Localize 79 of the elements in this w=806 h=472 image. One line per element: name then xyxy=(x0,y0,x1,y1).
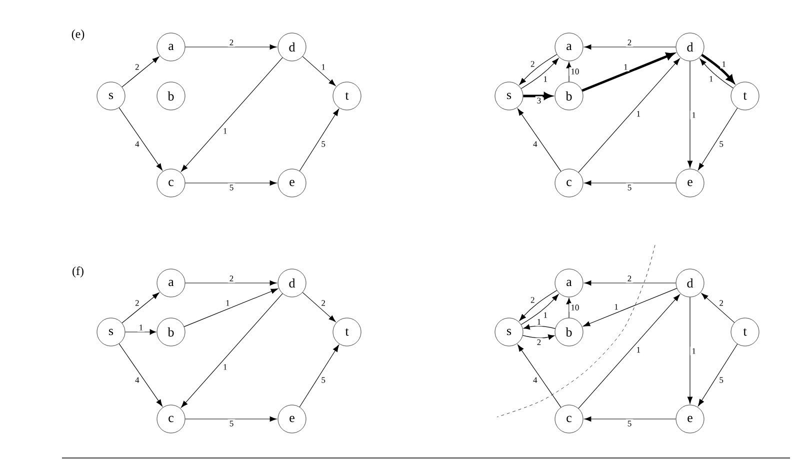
arrow xyxy=(299,344,339,408)
edge-label: 10 xyxy=(569,303,581,312)
arrow xyxy=(701,54,734,84)
arrow xyxy=(523,92,552,100)
edge-label: 5 xyxy=(718,140,725,148)
arrow xyxy=(583,288,678,326)
edge-label: 2 xyxy=(529,296,536,304)
arrow xyxy=(302,292,336,322)
arrow xyxy=(518,344,562,408)
arrow xyxy=(578,58,680,173)
arrow xyxy=(184,180,277,186)
edge-label: 1 xyxy=(690,346,698,356)
edge-label: 5 xyxy=(228,183,236,192)
arrow xyxy=(184,416,277,422)
edge-label: 4 xyxy=(134,376,141,384)
edge-label: 2 xyxy=(134,62,141,72)
arrow xyxy=(584,180,676,186)
edge-label: 3 xyxy=(535,96,543,105)
edge-label: 1 xyxy=(222,126,229,136)
edge-label: 1 xyxy=(622,62,630,72)
edge-label: 1 xyxy=(720,60,728,68)
edge-label: 2 xyxy=(134,298,141,308)
edge-label: 5 xyxy=(320,140,327,148)
edge-label: 1 xyxy=(137,323,145,332)
arrow xyxy=(698,344,738,406)
arrow xyxy=(118,343,162,406)
arrow xyxy=(122,56,160,88)
edge-label: 5 xyxy=(626,419,634,428)
arrow xyxy=(184,44,277,50)
edge-label: 4 xyxy=(532,376,539,384)
edge-label: 1 xyxy=(612,302,620,312)
edge-label: 1 xyxy=(542,310,549,320)
arrow xyxy=(687,60,693,168)
edge-label: 5 xyxy=(228,419,236,428)
edge-label: 1 xyxy=(634,109,642,118)
edge-label: 4 xyxy=(134,140,141,148)
edge-label: 2 xyxy=(626,38,634,47)
arrow xyxy=(578,294,680,409)
panel-label: (f) xyxy=(72,266,84,278)
edge-label: 10 xyxy=(569,67,581,76)
edge-label: 2 xyxy=(626,274,634,283)
arrow xyxy=(524,324,556,330)
edge-label: 5 xyxy=(718,376,725,384)
edge-label: 1 xyxy=(224,298,232,308)
arrow xyxy=(299,108,339,172)
arrow xyxy=(687,296,693,404)
edge-label: 2 xyxy=(718,298,725,308)
arrow xyxy=(184,288,278,327)
arrow xyxy=(522,334,554,340)
edge-label: 2 xyxy=(228,274,236,283)
arrow xyxy=(122,292,160,324)
edge-label: 1 xyxy=(222,362,229,372)
edge-label: 1 xyxy=(634,345,642,354)
edge-label: 5 xyxy=(320,376,327,384)
edge-label: 4 xyxy=(532,140,539,148)
edge-label: 5 xyxy=(626,183,634,192)
arrow xyxy=(584,416,676,422)
edge-label: 2 xyxy=(320,298,327,308)
arrow xyxy=(118,107,162,170)
edge-label: 1 xyxy=(708,74,715,84)
arrow xyxy=(181,293,283,408)
arrow xyxy=(518,108,562,172)
edge-label: 2 xyxy=(228,38,236,47)
arrow xyxy=(582,52,674,92)
edge-label: 1 xyxy=(320,62,327,72)
arrow xyxy=(700,58,734,88)
edge-label: 2 xyxy=(529,60,536,68)
panel-label: (e) xyxy=(72,30,84,40)
arrow xyxy=(124,329,156,335)
arrow xyxy=(701,293,735,323)
arrow xyxy=(181,57,283,172)
arrow xyxy=(698,108,738,170)
arrow xyxy=(584,44,676,50)
arrow xyxy=(184,280,277,286)
edge-label: 1 xyxy=(535,317,543,326)
arrow xyxy=(302,56,336,86)
edge-label: 1 xyxy=(690,110,698,120)
arrow xyxy=(584,280,676,286)
edge-label: 1 xyxy=(542,74,549,84)
